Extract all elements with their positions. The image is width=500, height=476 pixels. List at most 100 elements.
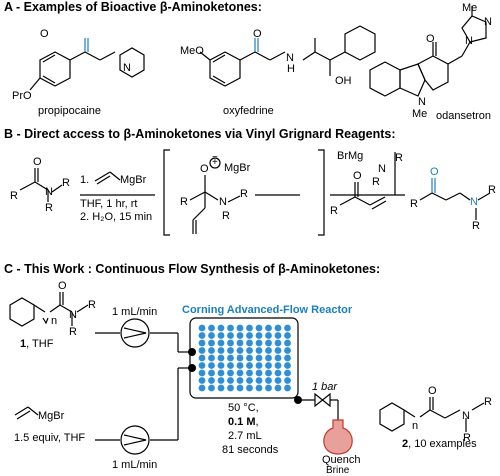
- odansetron-n3: N: [418, 96, 426, 108]
- reactor-channel-dot: [255, 332, 263, 339]
- reactor-channel-dot: [198, 339, 206, 347]
- quench-label: Quench: [322, 454, 361, 466]
- reactor-channel-dot: [265, 362, 272, 369]
- reactor-channel-dot: [274, 347, 282, 354]
- propipocaine-pro: PrO: [12, 90, 32, 102]
- reactor-channel-dot: [265, 324, 272, 332]
- reactor-channel-dot: [255, 347, 263, 354]
- reactor-channel-dot: [217, 377, 225, 384]
- section-a-title: A - Examples of Bioactive β-Aminoketones…: [4, 0, 262, 14]
- oxyfedrine-meo: MeO: [180, 45, 204, 57]
- reactor-channel-dot: [284, 362, 291, 369]
- int-r1: R: [180, 196, 188, 208]
- vinyl-grignard-structure: [14, 406, 39, 420]
- reactor-name: Corning Advanced-Flow Reactor: [182, 304, 353, 316]
- reactor-channel-dot: [246, 339, 253, 347]
- reactor-channel-dot: [255, 377, 263, 384]
- reagent1-n-sub: n: [51, 315, 58, 327]
- reactor-channel-dot: [227, 384, 234, 392]
- int-r3: R: [222, 210, 230, 222]
- cond-conc: 0.1 M: [228, 416, 256, 428]
- valve: [314, 392, 331, 408]
- reactor-channel-dot: [274, 369, 282, 377]
- reactor-channel-dot: [227, 377, 234, 384]
- product-c-r1: R: [484, 396, 492, 408]
- int-n: N: [219, 196, 227, 208]
- reactor-channel-dot: [227, 347, 234, 354]
- section-b-title: B - Direct access to β-Aminoketones via …: [4, 127, 396, 141]
- odansetron-me1: Me: [462, 2, 478, 14]
- reactor-channel-dot: [246, 347, 253, 354]
- enone-o: O: [353, 170, 362, 182]
- cond-temp: 50 °C,: [228, 402, 259, 414]
- cond-comma: ,: [255, 416, 259, 428]
- cond-mgbr: MgBr: [120, 174, 147, 186]
- odansetron-me2: Me: [412, 108, 428, 120]
- amide-structure: [19, 168, 63, 202]
- cond-step2: 2. H₂O, 15 min: [80, 211, 153, 223]
- reactor-channel-dot: [255, 362, 263, 369]
- quench-flask: [323, 419, 353, 455]
- reactor-channels: [198, 324, 291, 392]
- reactor-channel-dot: [255, 354, 263, 362]
- reactor-channel-dot: [255, 324, 263, 332]
- reactor-channel-dot: [198, 384, 206, 392]
- reactor-channel-dot: [227, 332, 234, 339]
- flow-rate-top: 1 mL/min: [112, 306, 158, 318]
- amide-n: N: [45, 186, 53, 198]
- reactor-channel-dot: [236, 354, 244, 362]
- reagent1-number: 1: [20, 338, 27, 350]
- product-b-r3: R: [472, 220, 480, 232]
- reactor-channel-dot: [274, 324, 282, 332]
- reagent1-r1: R: [88, 299, 96, 311]
- reactor-channel-dot: [217, 384, 225, 392]
- oxyfedrine-h: H: [287, 63, 295, 75]
- product-b-r2: R: [488, 184, 496, 196]
- reactor-channel-dot: [265, 354, 272, 362]
- reactor-channel-dot: [198, 354, 206, 362]
- reactor-channel-dot: [274, 332, 282, 339]
- product-b-o: O: [430, 166, 439, 178]
- amide-r3: R: [45, 202, 53, 214]
- brine-label: Brine: [326, 465, 350, 476]
- reactor-channel-dot: [246, 354, 253, 362]
- oxyfedrine-structure: [199, 25, 376, 87]
- reactor-channel-dot: [274, 354, 282, 362]
- vinyl-bond: [94, 171, 111, 182]
- int-r2: R: [240, 188, 248, 200]
- reactor-channel-dot: [217, 369, 225, 377]
- product-c-structure: [379, 397, 485, 432]
- reactor-channel-dot: [217, 332, 225, 339]
- reactor-channel-dot: [236, 377, 244, 384]
- reactor-channel-dot: [265, 384, 272, 392]
- reactor-channel-dot: [236, 384, 244, 392]
- reactor-channel-dot: [198, 369, 206, 377]
- reactor-channel-dot: [255, 369, 263, 377]
- flow-rate-bottom: 1 mL/min: [112, 459, 158, 471]
- intermediate-structure: [189, 157, 241, 234]
- int-o: O: [200, 163, 209, 175]
- reactor-channel-dot: [208, 384, 215, 392]
- int-minus: −: [212, 152, 218, 163]
- reagent1-label: 1, THF: [20, 338, 53, 350]
- reactor-channel-dot: [227, 354, 234, 362]
- reagent1-structure: [9, 292, 89, 327]
- propipocaine-n: N: [123, 62, 131, 74]
- reactor-channel-dot: [208, 347, 215, 354]
- reactor-channel-dot: [284, 347, 291, 354]
- enone-r: R: [330, 205, 338, 217]
- inlet-dot-2: [188, 364, 196, 372]
- reactor-channel-dot: [236, 369, 244, 377]
- reactor-channel-dot: [284, 339, 291, 347]
- reagent1-solvent: , THF: [26, 338, 54, 350]
- propipocaine-structure: [29, 38, 145, 91]
- reactor-channel-dot: [198, 324, 206, 332]
- outlet-dot: [294, 396, 302, 404]
- reactor-channel-dot: [274, 384, 282, 392]
- reagent-r2: R: [372, 176, 380, 188]
- oxyfedrine-oh: OH: [335, 75, 352, 87]
- reactor-channel-dot: [284, 369, 291, 377]
- reactor-channel-dot: [274, 362, 282, 369]
- reactor-channel-dot: [246, 332, 253, 339]
